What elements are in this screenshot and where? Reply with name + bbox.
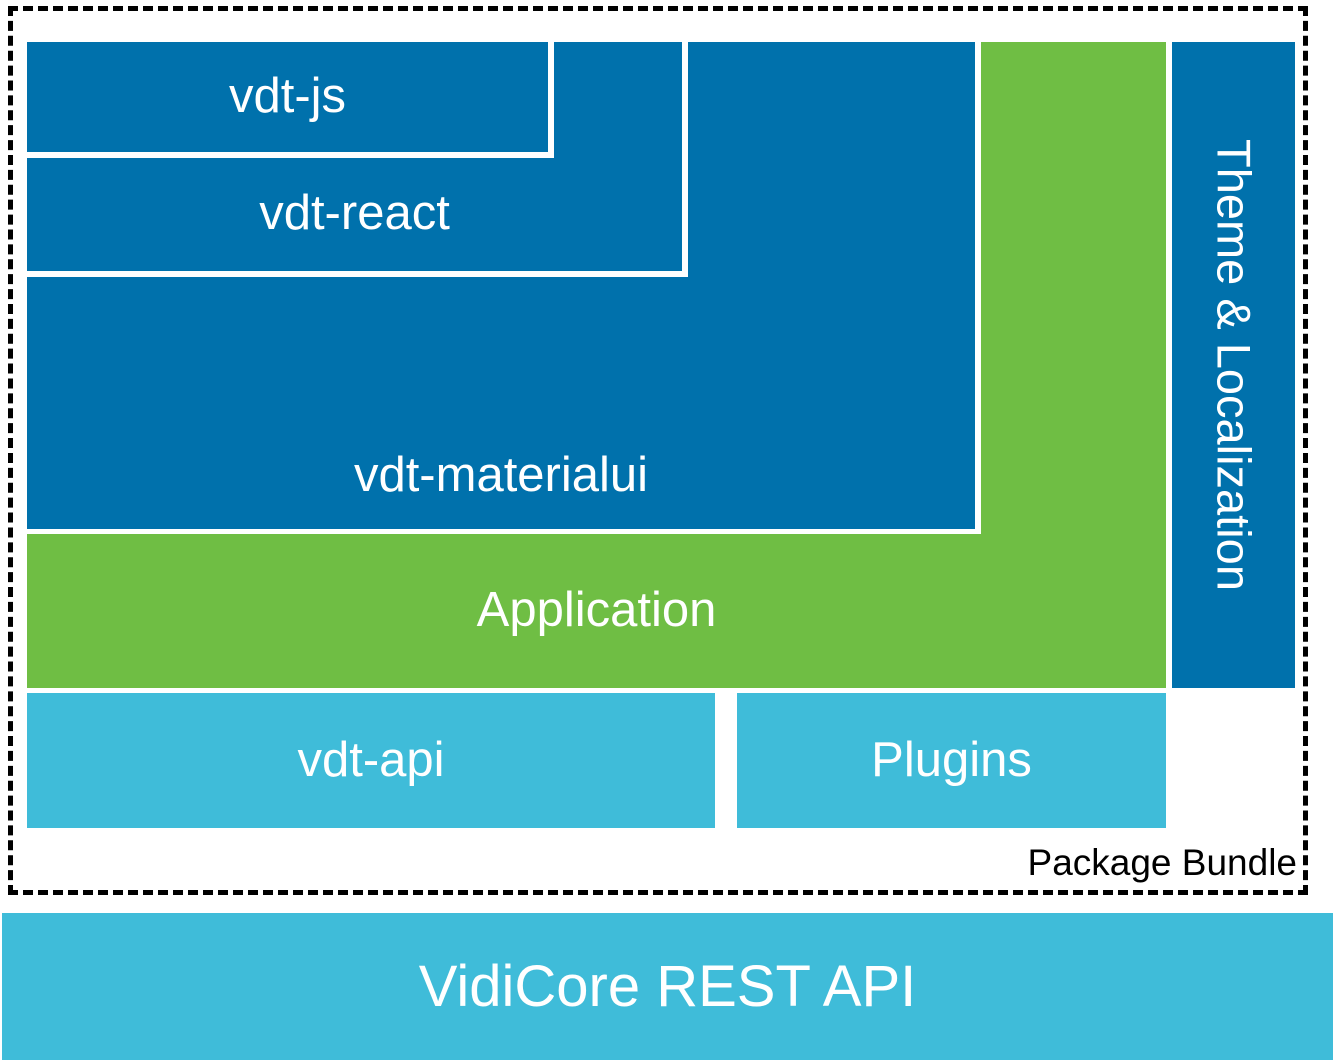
package-bundle-boundary (8, 6, 1308, 895)
block-vidicore-rest-api: VidiCore REST API (2, 913, 1333, 1060)
block-theme-localization: Theme & Localization (1172, 42, 1295, 688)
block-vdt-materialui-label: vdt-materialui (353, 448, 649, 503)
block-vdt-js-label: vdt-js (228, 69, 347, 124)
package-bundle-label: Package Bundle (1027, 842, 1297, 883)
block-vdt-api: vdt-api (27, 693, 715, 828)
block-application: Application (27, 534, 1166, 688)
block-application-label: Application (476, 583, 717, 638)
block-vdt-api-label: vdt-api (297, 732, 445, 787)
block-plugins-label: Plugins (871, 732, 1032, 787)
block-application-vertical (981, 42, 1166, 537)
block-vdt-js: vdt-js (27, 42, 554, 158)
block-vdt-react-label: vdt-react (259, 186, 450, 241)
block-vidicore-rest-api-label: VidiCore REST API (418, 953, 917, 1019)
block-plugins: Plugins (737, 693, 1166, 828)
block-theme-localization-label: Theme & Localization (1207, 139, 1261, 591)
